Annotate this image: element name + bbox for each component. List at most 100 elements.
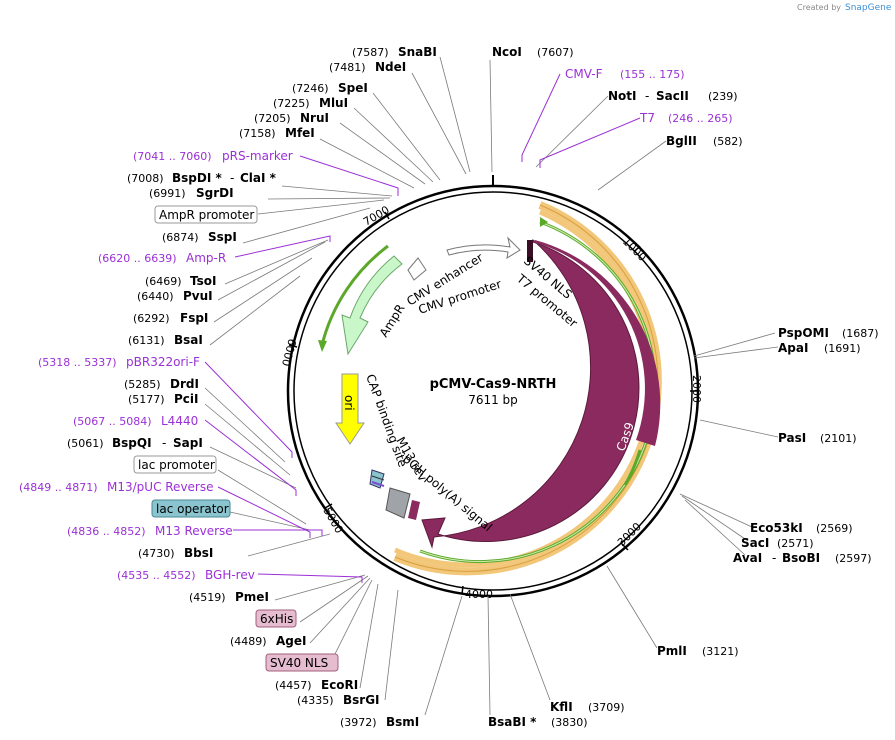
avai-name[interactable]: AvaI xyxy=(733,551,762,565)
tsoi-name[interactable]: TsoI xyxy=(190,274,216,288)
bbsi-pos: (4730) xyxy=(138,547,175,560)
bsobi-name[interactable]: BsoBI xyxy=(782,551,820,565)
bgh-polya-box xyxy=(385,487,411,519)
bghrev-name[interactable]: BGH-rev xyxy=(205,568,255,582)
sspi-name[interactable]: SspI xyxy=(208,230,237,244)
noti-name[interactable]: NotI xyxy=(608,89,637,103)
ampr-primer-name[interactable]: Amp-R xyxy=(186,251,226,265)
pvui-pos: (6440) xyxy=(137,290,174,303)
amp-small-arrow xyxy=(407,257,427,281)
bbsi-name[interactable]: BbsI xyxy=(184,546,213,560)
mlui-name[interactable]: MluI xyxy=(319,96,348,110)
drdi-name[interactable]: DrdI xyxy=(170,377,199,391)
l4440-name[interactable]: L4440 xyxy=(161,414,198,428)
eco53ki-pos: (2569) xyxy=(816,522,853,535)
ampr-promoter-label: AmpR promoter xyxy=(159,208,254,222)
t7-primer-range: (246 .. 265) xyxy=(668,112,733,125)
orf-green-arrow xyxy=(540,217,548,227)
pmli-pos: (3121) xyxy=(702,645,739,658)
bsabi-name[interactable]: BsaBI * xyxy=(488,715,537,729)
pasi-name[interactable]: PasI xyxy=(778,431,806,445)
bglii-pos: (582) xyxy=(713,135,743,148)
bsabi-pos: (3830) xyxy=(551,716,588,729)
tsoi-pos: (6469) xyxy=(145,275,182,288)
bsai-name[interactable]: BsaI xyxy=(174,333,203,347)
orf-outer-orange-line xyxy=(394,204,659,572)
snabi-name[interactable]: SnaBI xyxy=(398,45,437,59)
site-connectors xyxy=(204,56,779,716)
t7-primer-name[interactable]: T7 xyxy=(639,111,655,125)
primer-connectors xyxy=(204,73,641,583)
sapi-name[interactable]: SapI xyxy=(173,436,203,450)
spei-pos: (7246) xyxy=(292,82,329,95)
fspi-name[interactable]: FspI xyxy=(180,311,208,325)
sv40-nls-box[interactable] xyxy=(265,653,339,672)
plasmid-title: pCMV-Cas9-NRTH xyxy=(430,377,557,392)
his6-label: 6xHis xyxy=(260,612,293,626)
apai-name[interactable]: ApaI xyxy=(778,341,808,355)
sgrdi-pos: (6991) xyxy=(149,187,186,200)
ndei-pos: (7481) xyxy=(329,61,366,74)
cas9-feature xyxy=(421,238,640,549)
ampr-label: AmpR xyxy=(377,302,408,340)
apai-pos: (1691) xyxy=(824,342,861,355)
pcii-name[interactable]: PciI xyxy=(174,392,199,406)
pasi-pos: (2101) xyxy=(820,432,857,445)
kfli-pos: (3709) xyxy=(588,701,625,714)
bglii-name[interactable]: BglII xyxy=(666,134,697,148)
pbr-name[interactable]: pBR322ori-F xyxy=(126,355,200,369)
lac-promoter-box[interactable] xyxy=(133,455,217,474)
ncoi-name[interactable]: NcoI xyxy=(492,45,522,59)
bspdi-name[interactable]: BspDI * xyxy=(172,171,222,185)
sspi-pos: (6874) xyxy=(162,231,199,244)
mfei-name[interactable]: MfeI xyxy=(285,126,315,140)
plasmid-size: 7611 bp xyxy=(468,393,518,407)
bspdi-dash: - xyxy=(230,171,234,185)
his6-box[interactable] xyxy=(255,609,297,628)
sgrdi-name[interactable]: SgrDI xyxy=(196,186,234,200)
ampr-orf-arc xyxy=(320,244,389,346)
cmvf-name[interactable]: CMV-F xyxy=(565,67,603,81)
bspqi-pos: (5061) xyxy=(67,437,104,450)
spei-name[interactable]: SpeI xyxy=(338,81,368,95)
m13rev-name[interactable]: M13 Reverse xyxy=(155,524,233,538)
credit-prefix: Created by xyxy=(797,3,841,12)
pmei-name[interactable]: PmeI xyxy=(235,590,269,604)
ori-label: ori xyxy=(342,395,356,411)
eco53ki-name[interactable]: Eco53kI xyxy=(750,521,803,535)
orf-green-small xyxy=(623,449,642,486)
orf-green-large-fill xyxy=(419,221,656,563)
bspqi-name[interactable]: BspQI xyxy=(112,436,152,450)
ecori-name[interactable]: EcoRI xyxy=(321,678,358,692)
clai-name[interactable]: ClaI * xyxy=(240,171,277,185)
tick-7000: 7000 xyxy=(361,203,392,228)
saci-name[interactable]: SacI xyxy=(741,536,769,550)
bgh-polya-label: bGH poly(A) signal xyxy=(400,452,495,535)
agei-pos: (4489) xyxy=(230,635,267,648)
bspdi-pos: (7008) xyxy=(127,172,164,185)
ampr-promoter-box[interactable] xyxy=(154,205,258,224)
lac-operator-box[interactable] xyxy=(151,499,231,518)
pvui-name[interactable]: PvuI xyxy=(183,289,213,303)
sacii-name[interactable]: SacII xyxy=(656,89,689,103)
kfli-name[interactable]: KflI xyxy=(550,700,573,714)
pspomi-pos: (1687) xyxy=(842,327,879,340)
bsmi-name[interactable]: BsmI xyxy=(386,715,419,729)
ecori-pos: (4457) xyxy=(275,679,312,692)
scale-ticks xyxy=(288,211,698,595)
mlui-pos: (7225) xyxy=(273,97,310,110)
bsrgi-name[interactable]: BsrGI xyxy=(343,693,380,707)
ndei-name[interactable]: NdeI xyxy=(375,60,406,74)
fspi-pos: (6292) xyxy=(133,312,170,325)
nrui-name[interactable]: NruI xyxy=(300,111,329,125)
agei-name[interactable]: AgeI xyxy=(276,634,306,648)
m13puc-range: (4849 .. 4871) xyxy=(19,481,98,494)
pmli-name[interactable]: PmlI xyxy=(657,644,687,658)
pspomi-name[interactable]: PspOMI xyxy=(778,326,829,340)
prs-name[interactable]: pRS-marker xyxy=(222,149,293,163)
noti-pos: (239) xyxy=(708,90,738,103)
cmv-enhancer-arrow xyxy=(446,236,521,260)
bghrev-range: (4535 .. 4552) xyxy=(117,569,196,582)
m13puc-name[interactable]: M13/pUC Reverse xyxy=(107,480,214,494)
